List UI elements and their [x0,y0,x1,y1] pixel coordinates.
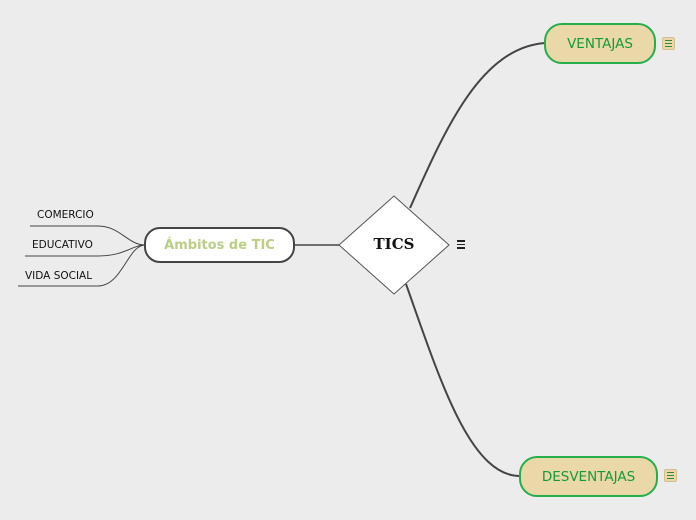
menu-icon[interactable] [457,240,466,249]
connector-desventajas [405,283,521,477]
central-node-shape[interactable] [338,195,450,295]
note-icon[interactable] [664,469,677,482]
leaf-educativo[interactable]: EDUCATIVO [32,239,93,251]
ambitos-node[interactable]: Ámbitos de TIC [144,227,295,263]
ventajas-node[interactable]: VENTAJAS [544,23,656,64]
leaf-vida-social[interactable]: VIDA SOCIAL [25,270,93,282]
connector-ventajas [409,42,546,209]
connector-vida-social [18,244,146,287]
note-icon[interactable] [662,37,675,50]
leaf-comercio[interactable]: COMERCIO [37,209,94,221]
desventajas-node[interactable]: DESVENTAJAS [519,456,658,497]
connector-comercio [30,225,146,246]
